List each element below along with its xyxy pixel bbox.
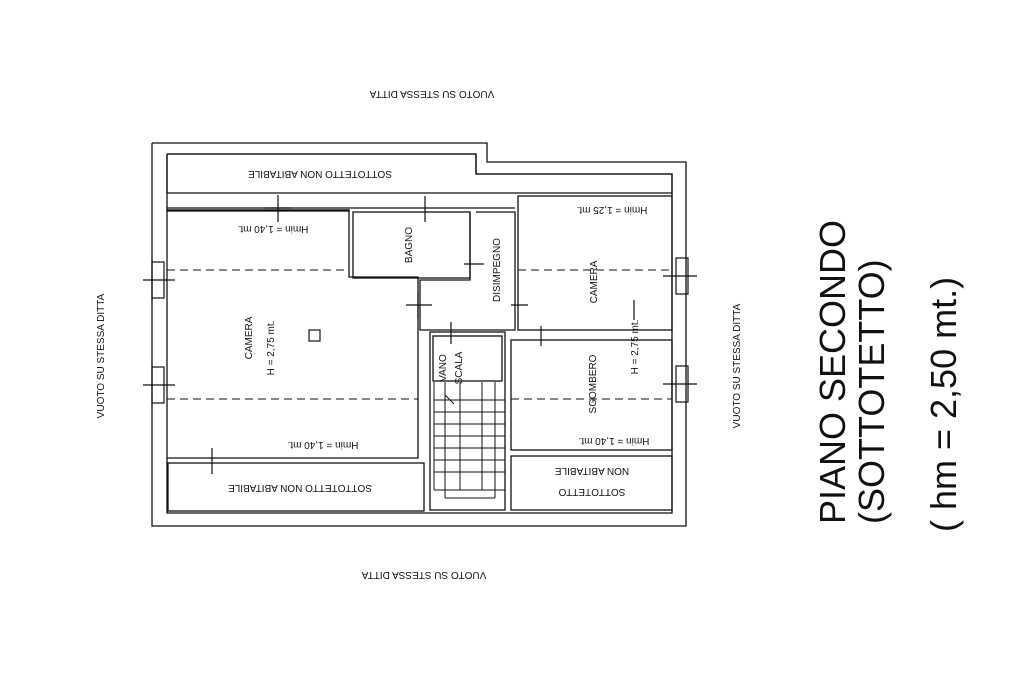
wall-top-band (166, 153, 673, 194)
stairs (433, 382, 506, 499)
room-labels: SOTTOTETTO NON ABITABILE Hmin = 1,40 mt.… (228, 168, 650, 497)
label-vano-scala-2: SCALA (454, 351, 465, 384)
label-right-height: H = 2,75 mt. (630, 320, 641, 375)
label-sgombero: SGOMBERO (588, 354, 599, 413)
label-bagno: BAGNO (404, 227, 415, 263)
surrounding-top: VUOTO SU STESSA DITTA (369, 88, 494, 99)
label-camera-left-height: H = 2,75 mt. (266, 321, 277, 376)
title-line-3: ( hm = 2,50 mt.) (923, 276, 964, 532)
label-vano-scala-1: VANO (438, 354, 449, 382)
label-camera-left: CAMERA (244, 316, 255, 359)
room-disimpegno (419, 211, 516, 331)
label-camera-right: CAMERA (589, 260, 600, 303)
surrounding-left: VUOTO SU STESSA DITTA (96, 293, 107, 418)
surroundings: VUOTO SU STESSA DITTA VUOTO SU STESSA DI… (96, 88, 743, 580)
label-camera-left-hmin-bottom: Hmin = 1,40 mt. (288, 439, 359, 450)
wall-camera-left (167, 209, 419, 459)
room-camera-right (517, 195, 673, 331)
label-camera-left-hmin-top: Hmin = 1,40 mt. (238, 223, 309, 234)
label-sottotetto-bottom-right-2: SOTTOTETTO (558, 486, 625, 497)
label-camera-right-hmin: Hmin = 1,25 mt. (577, 204, 648, 215)
label-sottotetto-bottom-right-1: NON ABITABILE (555, 465, 630, 476)
title-line-2: (SOTTOTETTO) (851, 259, 892, 524)
room-sgombero (510, 339, 673, 451)
surrounding-right: VUOTO SU STESSA DITTA (732, 303, 743, 428)
outer-wall (151, 142, 687, 527)
room-sottotetto-bottom-right (510, 455, 673, 511)
roof-lines (167, 269, 672, 400)
title-line-1: PIANO SECONDO (812, 219, 853, 524)
label-sottotetto-bottom-left: SOTTOTETTO NON ABITABILE (228, 482, 372, 493)
stair-well-inner (432, 335, 503, 382)
room-sottotetto-bottom-left (167, 462, 425, 512)
window-markers (143, 195, 697, 474)
label-sottotetto-top: SOTTOTETTO NON ABITABILE (248, 168, 392, 179)
label-disimpegno: DISIMPEGNO (492, 238, 503, 302)
label-sgombero-hmin: Hmin = 1,40 mt. (579, 435, 650, 446)
surrounding-bottom: VUOTO SU STESSA DITTA (361, 569, 486, 580)
